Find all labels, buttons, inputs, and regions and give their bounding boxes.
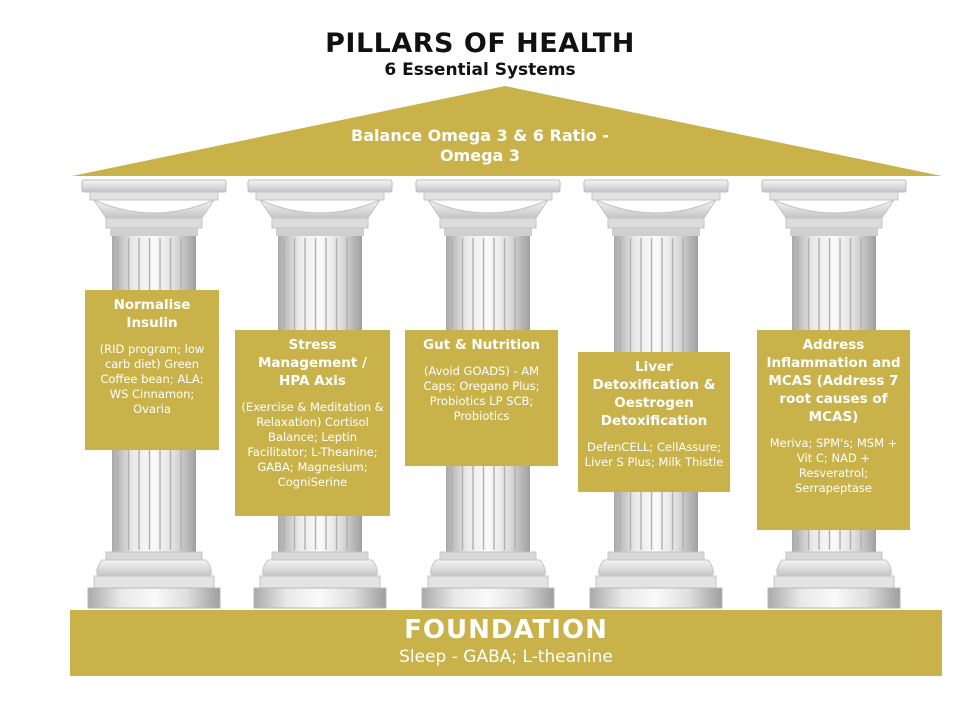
- foundation-base: FOUNDATION Sleep - GABA; L-theanine: [70, 610, 942, 676]
- roof-label-line2: Omega 3: [439, 146, 521, 165]
- page-subtitle: 6 Essential Systems: [384, 60, 576, 80]
- pediment-roof: [72, 86, 942, 176]
- column-4: [576, 178, 736, 610]
- roof-label-line1: Balance Omega 3 & 6 Ratio -: [351, 126, 609, 145]
- pillar-title: Normalise Insulin: [113, 297, 191, 331]
- pillar-panel-liver: Liver Detoxification & Oestrogen Detoxif…: [578, 352, 730, 492]
- header: PILLARS OF HEALTH 6 Essential Systems: [0, 28, 960, 80]
- pillar-title: Address Inflammation and MCAS (Address 7…: [766, 337, 901, 425]
- pillar-title: Gut & Nutrition: [423, 337, 540, 353]
- pillar-panel-inflammation: Address Inflammation and MCAS (Address 7…: [757, 330, 910, 530]
- pillar-panel-gut: Gut & Nutrition (Avoid GOADS) - AM Caps;…: [405, 330, 558, 466]
- pillar-panel-stress: Stress Management / HPA Axis (Exercise &…: [235, 330, 390, 516]
- page-title: PILLARS OF HEALTH: [325, 28, 635, 59]
- pillar-body: (RID program; low carb diet) Green Coffe…: [99, 342, 205, 416]
- pillar-body: Meriva; SPM's; MSM + Vit C; NAD + Resver…: [769, 436, 898, 495]
- pillar-title: Liver Detoxification & Oestrogen Detoxif…: [592, 359, 716, 429]
- pillar-title: Stress Management / HPA Axis: [257, 337, 367, 389]
- pillar-body: (Avoid GOADS) - AM Caps; Oregano Plus; P…: [423, 364, 540, 423]
- pillar-body: (Exercise & Meditation & Relaxation) Cor…: [241, 400, 384, 489]
- roof-label: Balance Omega 3 & 6 Ratio - Omega 3: [260, 126, 700, 166]
- foundation-title: FOUNDATION: [404, 615, 608, 645]
- pillar-body: DefenCELL; CellAssure; Liver S Plus; Mil…: [584, 440, 724, 469]
- foundation-subtitle: Sleep - GABA; L-theanine: [399, 647, 613, 667]
- pillar-panel-insulin: Normalise Insulin (RID program; low carb…: [85, 290, 219, 450]
